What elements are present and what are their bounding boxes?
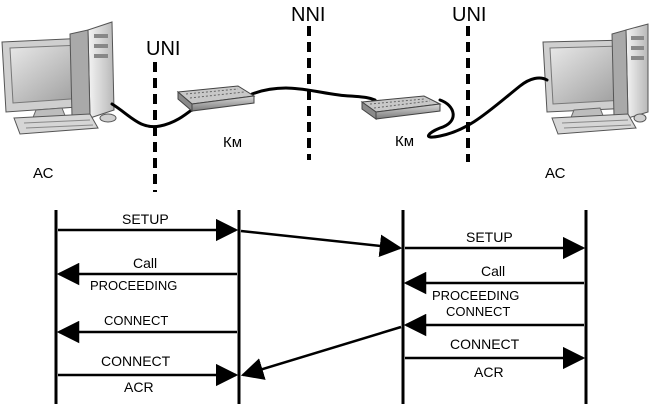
arrow-connect-transit [240, 325, 402, 380]
uni-right-label: UNI [452, 4, 486, 26]
uni-left-label: UNI [146, 38, 180, 60]
computer-right-icon [542, 23, 649, 135]
msg-call-left: Call [133, 255, 157, 271]
network-cable [110, 76, 549, 139]
km-right-label: Км [395, 133, 414, 150]
msg-setup-left: SETUP [122, 211, 169, 227]
ac-right-label: АС [545, 165, 566, 182]
msg-acr-right: ACR [474, 364, 504, 380]
computer-left-icon [1, 21, 117, 135]
msg-setup-right: SETUP [466, 229, 513, 245]
nni-label: NNI [291, 4, 325, 26]
msg-connect-left-top: CONNECT [104, 313, 168, 328]
switch-right-icon [360, 95, 442, 120]
msg-call-right: Call [481, 263, 505, 279]
msg-connect-right-bottom: CONNECT [450, 336, 520, 352]
msg-acr-left: ACR [124, 379, 154, 395]
msg-connect-right-top: CONNECT [446, 304, 510, 319]
arrow-setup-transit [240, 229, 403, 258]
ac-left-label: АС [33, 165, 54, 182]
km-left-label: Км [223, 134, 242, 151]
msg-proceeding-left: PROCEEDING [90, 278, 177, 293]
msg-proceeding-right: PROCEEDING [432, 288, 519, 303]
switch-left-icon [176, 85, 256, 113]
msg-connect-left-bottom: CONNECT [101, 353, 171, 369]
